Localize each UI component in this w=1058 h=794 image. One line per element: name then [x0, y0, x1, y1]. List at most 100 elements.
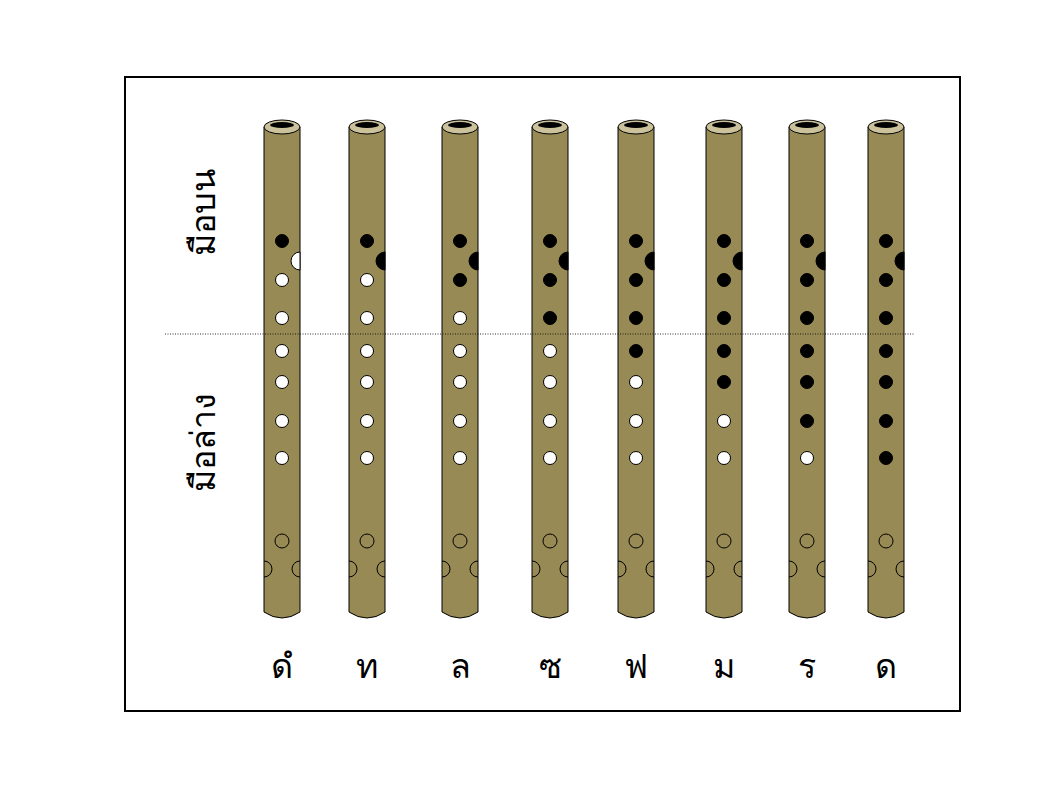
flute	[706, 120, 742, 618]
flute-body	[349, 127, 385, 618]
finger-hole	[361, 452, 374, 465]
finger-hole	[718, 312, 731, 325]
finger-hole	[454, 345, 467, 358]
flute	[532, 120, 568, 618]
side-hole	[789, 561, 797, 577]
finger-hole	[454, 235, 467, 248]
flute	[349, 120, 385, 618]
finger-hole	[361, 235, 374, 248]
finger-hole	[801, 235, 814, 248]
flute-body	[442, 127, 478, 618]
side-hole	[817, 561, 825, 577]
finger-hole	[544, 274, 557, 287]
flute-mouth	[448, 122, 472, 128]
finger-hole	[361, 312, 374, 325]
finger-hole	[361, 415, 374, 428]
vent-hole	[879, 534, 893, 548]
side-hole	[868, 561, 876, 577]
finger-hole	[276, 452, 289, 465]
note-label: ดํ	[271, 646, 293, 687]
flute-mouth	[355, 122, 379, 128]
side-hole	[264, 561, 272, 577]
finger-hole	[454, 312, 467, 325]
finger-hole	[361, 345, 374, 358]
finger-hole	[544, 376, 557, 389]
thumb-hole	[559, 252, 568, 270]
finger-hole	[454, 452, 467, 465]
vent-hole	[629, 534, 643, 548]
hand-divider	[165, 334, 915, 335]
note-label: ร	[798, 646, 816, 687]
thumb-hole	[733, 252, 742, 270]
side-hole	[292, 561, 300, 577]
flute-mouth	[624, 122, 648, 128]
flute-top	[532, 120, 568, 134]
finger-hole	[630, 345, 643, 358]
flute-top	[264, 120, 300, 134]
note-label: ท	[356, 646, 378, 687]
finger-hole	[801, 274, 814, 287]
finger-hole	[276, 312, 289, 325]
thumb-hole	[291, 252, 300, 270]
finger-hole	[801, 376, 814, 389]
finger-hole	[454, 415, 467, 428]
finger-hole	[544, 312, 557, 325]
thumb-hole	[895, 252, 904, 270]
finger-hole	[630, 274, 643, 287]
finger-hole	[361, 376, 374, 389]
finger-hole	[276, 376, 289, 389]
finger-hole	[718, 376, 731, 389]
finger-hole	[880, 376, 893, 389]
finger-hole	[718, 345, 731, 358]
side-hole	[896, 561, 904, 577]
vent-hole	[543, 534, 557, 548]
flute-mouth	[712, 122, 736, 128]
thumb-hole	[376, 252, 385, 270]
thumb-hole	[645, 252, 654, 270]
finger-hole	[801, 452, 814, 465]
side-hole	[349, 561, 357, 577]
finger-hole	[361, 274, 374, 287]
flute-body	[789, 127, 825, 618]
frame	[125, 77, 960, 711]
finger-hole	[880, 274, 893, 287]
finger-hole	[718, 274, 731, 287]
side-hole	[560, 561, 568, 577]
finger-hole	[544, 345, 557, 358]
side-hole	[646, 561, 654, 577]
side-hole	[377, 561, 385, 577]
vent-hole	[800, 534, 814, 548]
vent-hole	[717, 534, 731, 548]
flute-top	[868, 120, 904, 134]
flute	[442, 120, 478, 618]
flute-mouth	[795, 122, 819, 128]
finger-hole	[276, 274, 289, 287]
vent-hole	[453, 534, 467, 548]
flute-mouth	[538, 122, 562, 128]
thumb-hole	[816, 252, 825, 270]
note-label: ซ	[539, 646, 562, 687]
note-label: ฟ	[624, 646, 648, 687]
flute-top	[442, 120, 478, 134]
side-hole	[470, 561, 478, 577]
finger-hole	[880, 452, 893, 465]
thumb-hole	[469, 252, 478, 270]
finger-hole	[718, 415, 731, 428]
note-label: ล	[450, 646, 471, 687]
flute-body	[264, 127, 300, 618]
finger-hole	[544, 415, 557, 428]
flute	[618, 120, 654, 618]
side-hole	[618, 561, 626, 577]
side-hole	[734, 561, 742, 577]
finger-hole	[880, 415, 893, 428]
finger-hole	[630, 235, 643, 248]
note-label: ม	[713, 646, 735, 687]
finger-hole	[544, 235, 557, 248]
flute-top	[618, 120, 654, 134]
flute-body	[618, 127, 654, 618]
finger-hole	[276, 415, 289, 428]
finger-hole	[630, 376, 643, 389]
finger-hole	[454, 376, 467, 389]
hand-label: มือล่าง	[183, 393, 224, 492]
